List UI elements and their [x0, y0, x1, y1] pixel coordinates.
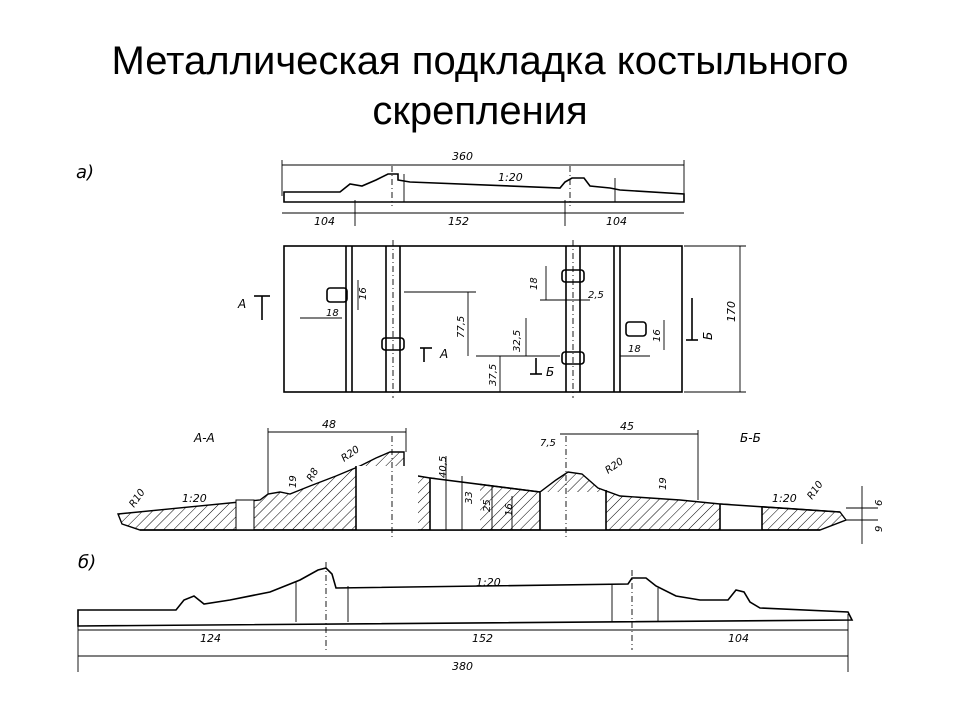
sec-slope-1-20-a: 1:20 — [182, 492, 207, 505]
plan-dim-32-5: 32,5 — [512, 330, 523, 352]
dims-bottom: 124 152 104 380 — [77, 614, 849, 673]
variant-a-label: а) — [76, 162, 94, 183]
plan-dim-18-b: 18 — [529, 277, 540, 290]
title-line-2: скрепления — [372, 89, 588, 133]
sec-h9: 9 — [874, 526, 885, 532]
dim-152-bottom: 152 — [472, 632, 493, 645]
variant-b-label: б) — [78, 552, 96, 573]
sec-h6: 6 — [874, 500, 885, 506]
dim-overall-380: 380 — [452, 660, 473, 673]
section-mark-a-left: А — [237, 297, 246, 311]
dim-124: 124 — [200, 632, 221, 645]
sec-r8: R8 — [305, 466, 321, 483]
sec-slope-1-20-b: 1:20 — [772, 492, 797, 505]
sec-r20-a: R20 — [339, 444, 361, 464]
sec-dim-7-5: 7,5 — [540, 438, 556, 449]
section-mark-b-right: Б — [701, 332, 715, 340]
sec-r10-a: R10 — [127, 487, 147, 509]
sec-h19-b: 19 — [658, 477, 669, 490]
plan-dim-2-5: 2,5 — [588, 290, 604, 301]
sec-r10-b: R10 — [805, 479, 825, 501]
plan-dim-18-a: 18 — [326, 308, 339, 319]
elevation-b: 1:20 — [77, 562, 854, 650]
plan-dim-18-c: 18 — [628, 344, 641, 355]
sec-h25: 25 — [482, 499, 493, 512]
sec-h33: 33 — [464, 491, 475, 504]
plan-dim-170: 170 — [725, 301, 738, 322]
dim-104-bottom: 104 — [728, 632, 749, 645]
sec-h40-5: 40,5 — [438, 456, 449, 478]
slope-1-20-bottom: 1:20 — [476, 576, 501, 589]
dim-104-right: 104 — [606, 215, 627, 228]
plan-dim-37-5: 37,5 — [488, 364, 499, 386]
sec-r20-b: R20 — [603, 456, 625, 476]
sec-dim-48: 48 — [322, 418, 336, 431]
sec-h16: 16 — [504, 503, 515, 516]
sec-dim-45: 45 — [620, 420, 634, 433]
title-line-1: Металлическая подкладка костыльного — [111, 39, 849, 83]
section-mark-a-mid: А — [439, 347, 448, 361]
slide-title: Металлическая подкладка костыльного скре… — [0, 36, 960, 136]
dims-top: 360 1:20 104 152 104 — [281, 150, 685, 228]
elevation-a — [283, 166, 685, 206]
slope-1-20-top: 1:20 — [498, 171, 523, 184]
section-mark-b-mid: Б — [546, 365, 554, 379]
dim-overall-360: 360 — [452, 150, 473, 163]
plan-view: 18 16 18 2,5 77,5 32,5 37,5 18 16 А А Б … — [237, 240, 746, 398]
section-label-aa: А-А — [193, 431, 215, 445]
dim-152: 152 — [448, 215, 469, 228]
plan-dim-16-b: 16 — [652, 329, 663, 342]
dim-104-left: 104 — [314, 215, 335, 228]
cross-section — [117, 436, 848, 540]
sec-h19-a: 19 — [288, 475, 299, 488]
plan-dim-77-5: 77,5 — [456, 316, 467, 338]
plan-dim-16-a: 16 — [358, 287, 369, 300]
section-label-bb: Б-Б — [740, 431, 761, 445]
